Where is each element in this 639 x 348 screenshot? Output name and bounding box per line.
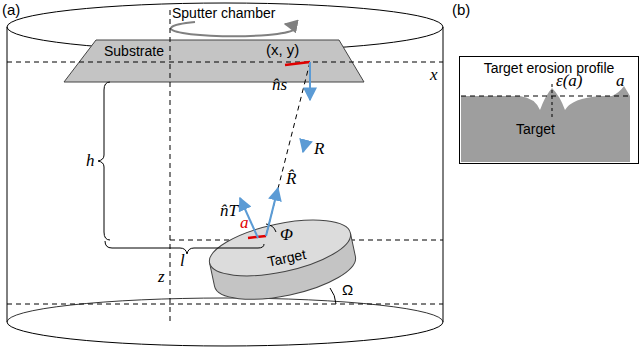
node-text: Target (516, 121, 555, 138)
target-disc: Target (260, 252, 330, 274)
chamber: Sputter chamberSubstrateTarget (8, 4, 442, 324)
vector-label: n̂s (272, 76, 287, 93)
substrate-plate: Substrate (96, 40, 216, 62)
vector-label: R̂ (286, 170, 296, 187)
dimension-label: h (86, 152, 95, 169)
vector-label: n̂T (220, 202, 238, 219)
panel-letter: (a) (2, 2, 20, 17)
node-text: Target erosion profile (460, 60, 638, 77)
node-text: Sputter chamber (172, 5, 276, 22)
axis-label: x (430, 66, 438, 83)
erosion-profile-panel: Target erosion profileTarget (459, 56, 639, 164)
angle-label: Ω (342, 282, 353, 297)
dimension-label: l (180, 252, 185, 269)
point-coord: (x, y) (266, 42, 299, 57)
angle-label: Φ (280, 226, 293, 243)
node-text: Target (266, 246, 308, 271)
erosion-label: ε(a) (556, 72, 583, 89)
axis-label: z (158, 268, 165, 285)
target-body: Target (506, 119, 586, 141)
panel-letter: (b) (452, 2, 470, 17)
radius-label: a (616, 72, 625, 89)
radius-label: a (240, 214, 249, 231)
node-text: Substrate (104, 43, 164, 60)
vector-label: R⃗ (314, 140, 338, 157)
